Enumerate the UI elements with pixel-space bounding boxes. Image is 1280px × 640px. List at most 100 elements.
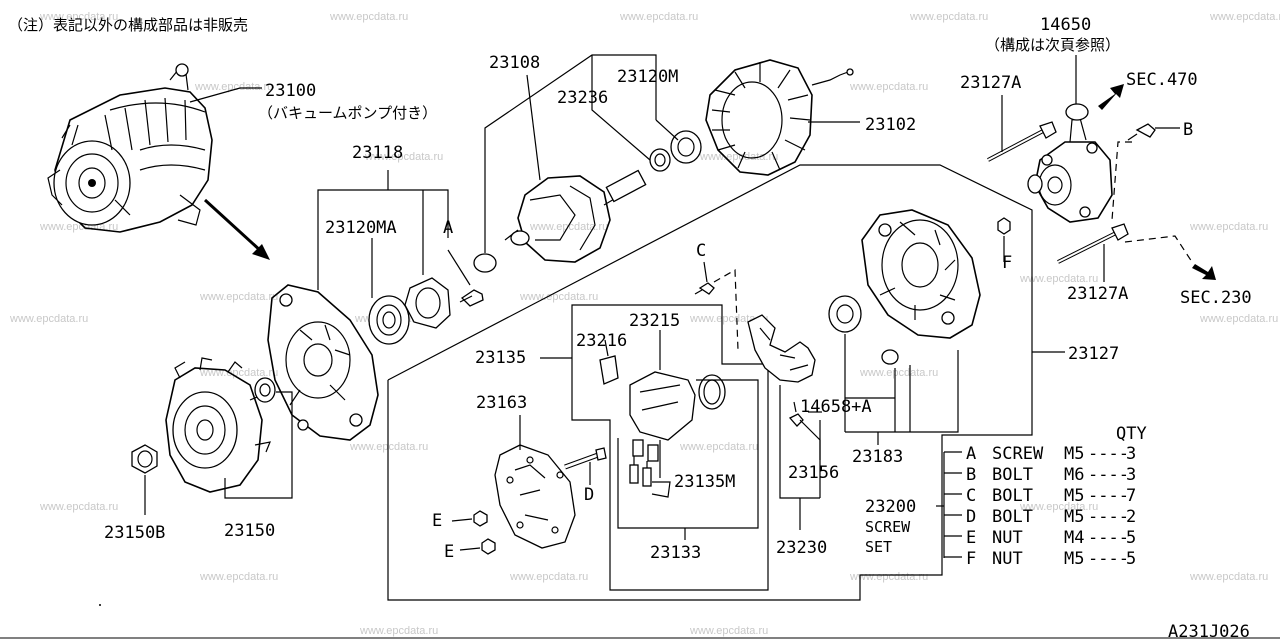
part-label-23135M: 23135M [674,472,735,492]
pulley-nut-drawing [131,444,158,474]
screw-set-code: E [966,528,976,548]
watermark: www.epcdata.ru [519,291,598,303]
screw-set-qty: 3 [1126,444,1136,464]
spacer-23236-drawing [649,148,671,172]
bolt-code-C: C [696,241,706,261]
watermark: www.epcdata.ru [39,11,118,23]
part-label-23156: 23156 [788,463,839,483]
part-label-23118: 23118 [352,143,403,163]
screw-set-size: M5 [1064,444,1084,464]
o-ring-drawing [698,374,726,410]
bolt-D-drawing [564,447,607,470]
part-label-23215: 23215 [629,311,680,331]
part-label-23183: 23183 [852,447,903,467]
screw-set-qty: 3 [1126,465,1136,485]
part-label-23150B: 23150B [104,523,165,543]
qty-header: QTY [1116,424,1147,444]
nut-E-lower-drawing [481,538,496,555]
part-label-23100: 23100 [265,81,316,101]
watermark-layer: www.epcdata.ru www.epcdata.ru www.epcdat… [9,11,1280,637]
screw-set-label-line1: SCREW [865,518,911,536]
bearing-retainer-drawing [404,277,451,329]
screw-set-dashes: ---- [1088,528,1129,548]
front-housing-drawing [267,284,379,441]
part-label-23127A-top: 23127A [960,73,1021,93]
part-label-23150: 23150 [224,521,275,541]
watermark: www.epcdata.ru [679,441,758,453]
screw-set-code: B [966,465,976,485]
screw-A-drawing [459,289,484,307]
part-note-14650: （構成は次頁参照） [985,36,1120,54]
watermark: www.epcdata.ru [509,571,588,583]
screw-code-A: A [443,218,453,238]
part-label-23236: 23236 [557,88,608,108]
part-label-23108: 23108 [489,53,540,73]
rotor-drawing [504,169,647,263]
brush-holder-drawing [629,371,696,462]
through-bolt-top-drawing [987,121,1057,162]
part-label-23127: 23127 [1068,344,1119,364]
screw-set-name: BOLT [992,465,1033,485]
part-label-23163: 23163 [476,393,527,413]
watermark: www.epcdata.ru [1189,571,1268,583]
watermark: www.epcdata.ru [1199,313,1278,325]
screw-set-name: BOLT [992,486,1033,506]
watermark: www.epcdata.ru [619,11,698,23]
screw-set-size: M6 [1064,465,1084,485]
nut-E-upper-drawing [473,510,488,527]
screw-set-size: M5 [1064,549,1084,569]
screw-set-code: A [966,444,976,464]
watermark: www.epcdata.ru [529,221,608,233]
watermark: www.epcdata.ru [364,151,443,163]
part-label-23133: 23133 [650,543,701,563]
regulator-plate-drawing [494,444,576,549]
part-label-23230: 23230 [776,538,827,558]
section-arrow-470 [1098,84,1124,110]
screw-set-qty: 5 [1126,549,1136,569]
screw-set-code: F [966,549,976,569]
section-ref-470: SEC.470 [1126,70,1198,90]
rear-housing-drawing [861,209,981,365]
screw-set-qty: 7 [1126,486,1136,506]
rectifier-drawing [747,314,816,383]
part-label-23120MA: 23120MA [325,218,397,238]
nut-code-E-upper: E [432,511,442,531]
screw-set-name: NUT [992,549,1023,569]
screw-set-qty: 2 [1126,507,1136,527]
bolt-code-D: D [584,485,594,505]
watermark: www.epcdata.ru [349,441,428,453]
bearing-23120M-drawing [670,130,702,164]
rear-bearing-drawing [828,295,862,333]
screw-set-dashes: ---- [1088,465,1129,485]
screw-set-qty: 5 [1126,528,1136,548]
screw-set-dashes: ---- [1088,549,1129,569]
brushes-drawing [629,456,652,487]
watermark: www.epcdata.ru [859,367,938,379]
screw-set-name: BOLT [992,507,1033,527]
screw-set-code: C [966,486,976,506]
watermark: www.epcdata.ru [849,571,928,583]
part-label-14650: 14650 [1040,15,1091,35]
watermark: www.epcdata.ru [199,291,278,303]
vacuum-pump-drawing [1027,103,1113,223]
part-label-23200: 23200 [865,497,916,517]
watermark: www.epcdata.ru [699,151,778,163]
screw-set-dashes: ---- [1088,444,1129,464]
screw-set-dashes: ---- [1088,486,1129,506]
watermark: www.epcdata.ru [689,625,768,637]
note-text: （注）表記以外の構成部品は非販売 [8,16,248,34]
watermark: www.epcdata.ru [359,625,438,637]
part-label-23135: 23135 [475,348,526,368]
watermark: www.epcdata.ru [909,11,988,23]
regulator-terminal-drawing [599,355,619,385]
watermark: www.epcdata.ru [1019,273,1098,285]
assembly-direction-arrow [203,198,270,260]
part-label-23216: 23216 [576,331,627,351]
screw-set-name: SCREW [992,444,1044,464]
stator-drawing [705,59,854,176]
watermark: www.epcdata.ru [194,81,273,93]
part-note-23100: （バキュームポンプ付き） [258,104,437,122]
